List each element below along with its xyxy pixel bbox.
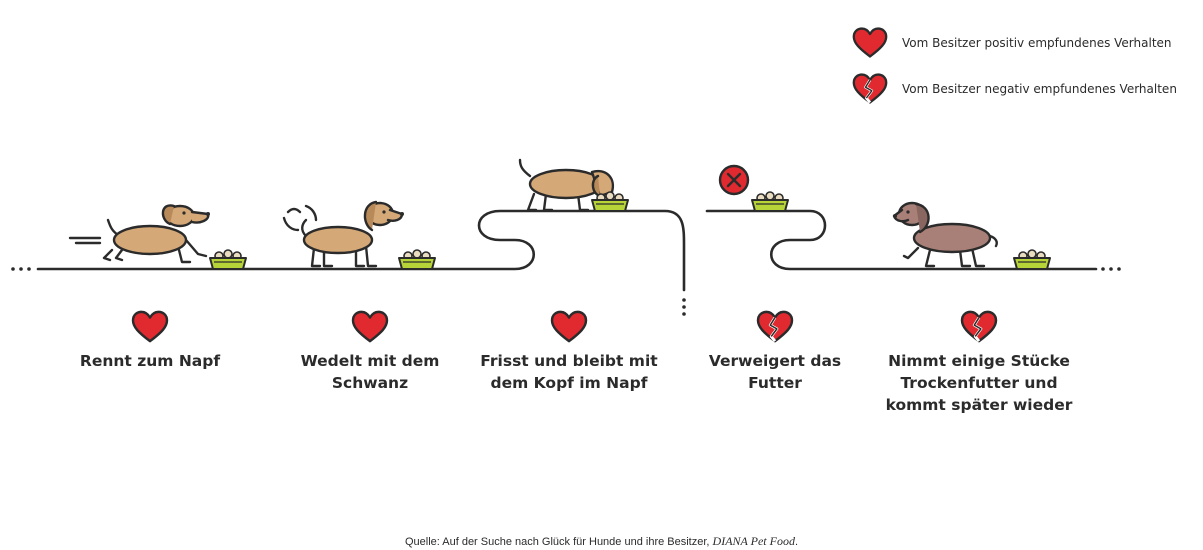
source-prefix: Quelle: Auf der Suche nach Glück für Hun… (404, 536, 713, 548)
wagging-dog-illustration (282, 200, 404, 268)
food-bowl-icon (398, 249, 436, 270)
food-bowl-icon (591, 191, 629, 212)
source-suffix: . (794, 536, 799, 548)
heart-icon (550, 310, 588, 344)
broken-heart-icon (756, 310, 794, 344)
heart-icon (852, 26, 888, 60)
step-label-line: Nimmt einige Stücke (888, 352, 1070, 370)
legend-positive: Vom Besitzer positiv empfundenes Verhalt… (852, 26, 1172, 60)
broken-heart-icon (852, 72, 888, 106)
step-label-line: Futter (748, 374, 802, 392)
refuse-x-icon (718, 164, 750, 196)
food-bowl-icon (209, 249, 247, 270)
step-label-line: kommt später wieder (885, 396, 1073, 414)
food-bowl-icon (1013, 249, 1051, 270)
step-comes-back-later: Nimmt einige Stücke Trockenfutter und ko… (864, 310, 1094, 416)
step-label-line: Trockenfutter und (900, 374, 1058, 392)
legend-negative-label: Vom Besitzer negativ empfundenes Verhalt… (902, 82, 1177, 96)
step-wags-tail: Wedelt mit dem Schwanz (255, 310, 485, 394)
source-caption: Quelle: Auf der Suche nach Glück für Hun… (0, 534, 1203, 549)
heart-icon (131, 310, 169, 344)
legend-positive-label: Vom Besitzer positiv empfundenes Verhalt… (902, 36, 1172, 50)
step-label-line: Verweigert das (708, 352, 842, 370)
source-publisher: DIANA Pet Food (712, 534, 795, 548)
step-label-line: Frisst und bleibt mit (480, 352, 658, 370)
step-runs-to-bowl: Rennt zum Napf (35, 310, 265, 372)
running-dog-illustration (68, 204, 210, 264)
step-eats: Frisst und bleibt mit dem Kopf im Napf (454, 310, 684, 394)
step-refuses-food: Verweigert das Futter (660, 310, 890, 394)
timeline-path (36, 209, 1098, 292)
legend-negative: Vom Besitzer negativ empfundenes Verhalt… (852, 72, 1177, 106)
step-label-line: Schwanz (331, 374, 409, 392)
broken-heart-icon (960, 310, 998, 344)
food-bowl-icon (751, 191, 789, 212)
step-label-line: Wedelt mit dem (300, 352, 440, 370)
leaving-dog-illustration (892, 201, 998, 268)
step-label-line: Rennt zum Napf (79, 352, 221, 370)
heart-icon (351, 310, 389, 344)
step-label-line: dem Kopf im Napf (490, 374, 648, 392)
path-dots (11, 267, 1121, 316)
